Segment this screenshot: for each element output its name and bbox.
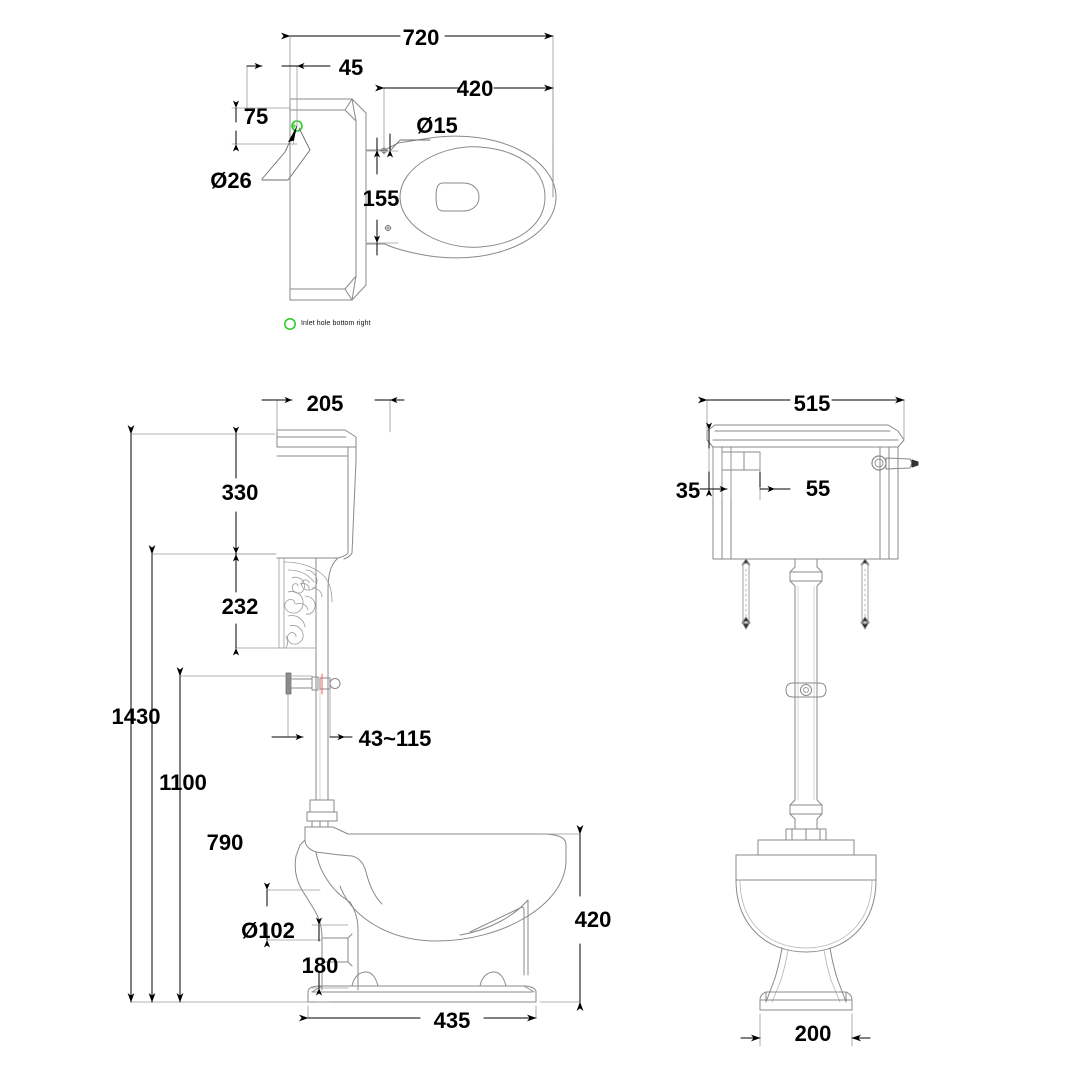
dimension-f35: 35: [675, 478, 701, 503]
dimension-dia15: Ø15: [416, 113, 458, 138]
side-flush-pipe: [315, 675, 329, 801]
side-base: [307, 971, 537, 1003]
dimension-d45: 45: [338, 55, 364, 80]
ornate-bracket: [278, 557, 333, 649]
front-flush-pipe: [785, 558, 827, 830]
dimension-f55: 55: [805, 476, 831, 501]
flush-handle: [871, 455, 919, 471]
dimension-d232: 232: [221, 594, 259, 619]
inlet-note-label: Inlet hole bottom right: [301, 320, 371, 327]
dimension-d43115: 43~115: [358, 726, 432, 751]
plan-cistern-outline: [289, 98, 367, 301]
dimension-d420: 420: [456, 76, 494, 101]
side-cistern: [276, 429, 357, 677]
note-marker-icon: [284, 318, 296, 330]
dimension-d205: 205: [306, 391, 344, 416]
hanger-bolt-right: [860, 558, 870, 630]
dimension-d1100: 1100: [159, 770, 207, 795]
dimension-d420: 420: [574, 907, 612, 932]
dimension-d1430: 1430: [111, 704, 161, 729]
dimension-d155: 155: [362, 186, 400, 211]
dimension-d330: 330: [221, 480, 259, 505]
dimension-d180: 180: [301, 953, 339, 978]
dimension-d75: 75: [243, 104, 269, 129]
dimension-f200: 200: [794, 1021, 832, 1046]
dimension-d435: 435: [433, 1008, 471, 1033]
side-valve: [285, 672, 341, 695]
hanger-bolt-left: [741, 558, 751, 630]
dimension-dia102: Ø102: [241, 918, 295, 943]
dimension-dia26: Ø26: [210, 168, 252, 193]
dimension-d720: 720: [402, 25, 440, 50]
front-pedestal: [735, 828, 877, 1011]
dimension-d790: 790: [206, 830, 244, 855]
dimension-f515: 515: [793, 391, 831, 416]
plan-bowl-outline: [365, 135, 557, 259]
side-pan-connector: [306, 799, 338, 828]
